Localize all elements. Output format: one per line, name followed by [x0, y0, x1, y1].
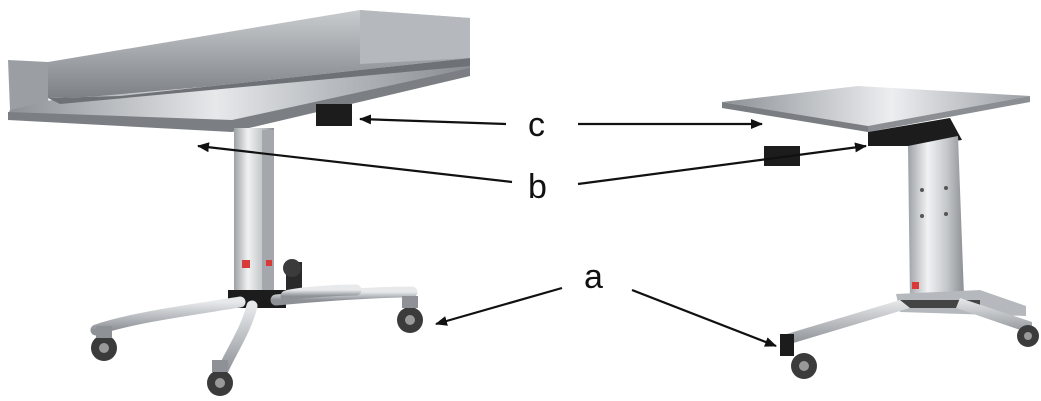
left-table-control-box	[316, 104, 352, 126]
right-table-column	[908, 136, 964, 300]
label-b: b	[528, 168, 547, 206]
right-table-motor-housing	[868, 118, 962, 146]
left-table-top	[8, 64, 470, 122]
left-table-front-rim	[8, 68, 470, 132]
right-table-leg-front	[780, 300, 910, 344]
arrow-a-right	[631, 288, 777, 348]
label-a: a	[584, 258, 603, 296]
left-table-casters	[91, 259, 423, 396]
arrow-c-left	[359, 114, 507, 126]
right-table-casters	[791, 325, 1039, 379]
right-table	[722, 86, 1039, 379]
left-table	[8, 10, 470, 396]
callout-arrows	[197, 114, 867, 348]
arrow-b-left	[197, 142, 513, 184]
arrow-b-right	[577, 142, 867, 186]
right-table-leg-right	[956, 298, 1032, 334]
right-table-top	[722, 86, 1030, 126]
left-table-side-wall	[8, 60, 52, 116]
label-c: c	[528, 106, 545, 144]
left-table-base-legs	[90, 284, 418, 378]
arrow-a-left	[435, 286, 563, 326]
